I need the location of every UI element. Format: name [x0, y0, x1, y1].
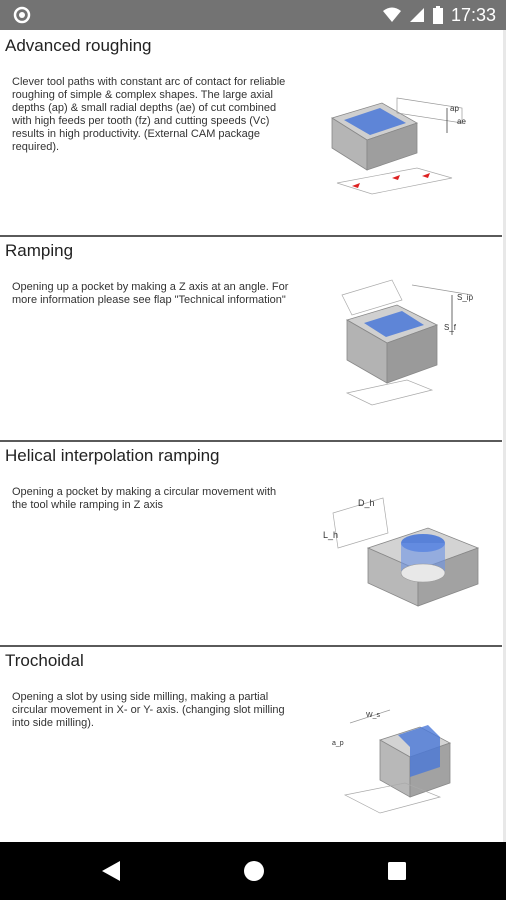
wifi-icon — [382, 7, 401, 22]
section-trochoidal[interactable]: Trochoidal Opening a slot by using side … — [0, 645, 502, 842]
back-icon[interactable] — [100, 859, 122, 883]
signal-icon — [409, 8, 424, 22]
scrollbar[interactable] — [503, 30, 506, 842]
status-bar: 17:33 — [0, 0, 506, 30]
status-icons: 17:33 — [382, 0, 496, 30]
recents-icon[interactable] — [386, 859, 408, 883]
content-list[interactable]: Advanced roughing Clever tool paths with… — [0, 30, 506, 842]
battery-icon — [432, 6, 443, 24]
section-description: Clever tool paths with constant arc of c… — [12, 76, 286, 153]
section-helical-interpolation-ramping[interactable]: Helical interpolation ramping Opening a … — [0, 440, 502, 647]
section-description: Opening up a pocket by making a Z axis a… — [12, 281, 289, 306]
label-ap: ap — [450, 104, 459, 113]
label-sf: S_f — [444, 323, 457, 332]
home-icon[interactable] — [242, 859, 266, 883]
section-title: Helical interpolation ramping — [5, 446, 220, 465]
section-title: Trochoidal — [5, 651, 84, 670]
label-ap: a_p — [332, 740, 344, 747]
trochoidal-illustration: W_s a_p — [332, 709, 451, 814]
section-ramping[interactable]: Ramping Opening up a pocket by making a … — [0, 235, 502, 442]
status-time: 17:33 — [450, 4, 496, 25]
label-ws: W_s — [366, 712, 381, 719]
ramping-illustration: S_ip S_f — [341, 279, 474, 406]
app-circle-icon — [13, 6, 31, 24]
label-dh: D_h — [358, 498, 375, 508]
helical-ramping-illustration: D_h L_h — [323, 497, 480, 607]
section-title: Advanced roughing — [5, 36, 152, 55]
section-title: Ramping — [5, 241, 74, 260]
section-advanced-roughing[interactable]: Advanced roughing Clever tool paths with… — [0, 30, 502, 237]
section-description: Opening a slot by using side milling, ma… — [12, 691, 285, 729]
advanced-roughing-illustration: ap ae — [331, 97, 466, 195]
navigation-bar — [0, 842, 506, 900]
label-ae: ae — [457, 117, 466, 126]
label-sip: S_ip — [457, 293, 474, 302]
section-description: Opening a pocket by making a circular mo… — [12, 486, 277, 511]
label-lh: L_h — [323, 530, 338, 540]
